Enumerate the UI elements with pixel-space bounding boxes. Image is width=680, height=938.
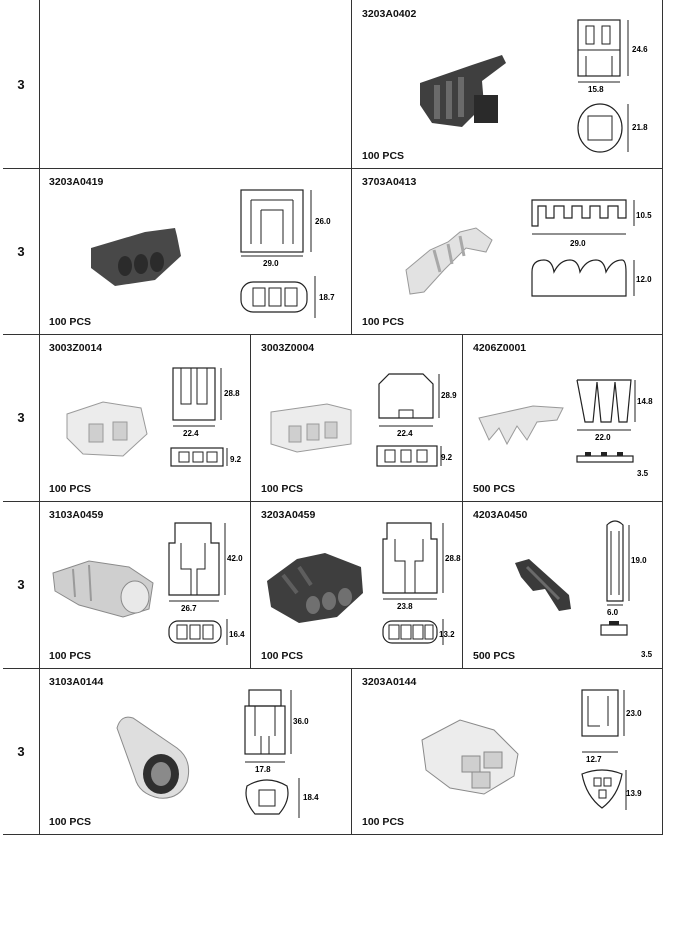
dim-width: 22.4 <box>183 429 199 438</box>
product-cell: 3203A0459 28.8 23.8 <box>251 501 463 668</box>
quantity-label: 100 PCS <box>362 316 405 328</box>
dim-depth: 21.8 <box>632 123 648 132</box>
product-cell: 4203A0450 19.0 6.0 3.5 500 PCS <box>463 501 662 668</box>
front-drawing: 10.5 29.0 12.0 <box>531 199 652 297</box>
product-cell: 3203A0402 24.6 15.8 21.8 <box>352 0 662 168</box>
quantity-label: 100 PCS <box>362 816 405 828</box>
product-code: 3703A0413 <box>362 176 417 188</box>
connector-photo <box>515 559 571 611</box>
dim-depth: 3.5 <box>641 650 653 659</box>
product-code: 4206Z0001 <box>473 342 527 354</box>
product-code: 3003Z0004 <box>261 342 315 354</box>
product-cell: 3103A0144 36.0 17.8 18.4 100 PCS <box>39 668 352 834</box>
row-number: 3 <box>3 334 40 501</box>
product-cell: 3003Z0004 28.9 22.4 9.2 1 <box>251 334 463 501</box>
dim-depth: 13.9 <box>626 789 642 798</box>
dim-width: 26.7 <box>181 604 197 613</box>
connector-photo <box>52 560 154 618</box>
row-number: 3 <box>3 168 40 334</box>
product-code: 3103A0144 <box>49 676 104 688</box>
quantity-label: 100 PCS <box>261 483 304 495</box>
product-code: 3103A0459 <box>49 509 104 521</box>
connector-photo <box>267 553 363 623</box>
quantity-label: 100 PCS <box>49 650 92 662</box>
dim-height: 26.0 <box>315 217 331 226</box>
front-drawing: 24.6 15.8 21.8 <box>577 19 648 153</box>
product-cell: 3103A0459 42.0 26.7 16.4 100 PCS <box>39 501 251 668</box>
dim-width: 22.0 <box>595 433 611 442</box>
front-drawing: 23.0 12.7 13.9 <box>581 689 642 810</box>
quantity-label: 500 PCS <box>473 483 516 495</box>
product-code: 4203A0450 <box>473 509 528 521</box>
product-code: 3203A0144 <box>362 676 417 688</box>
dim-height: 28.8 <box>445 554 461 563</box>
front-drawing: 28.8 23.8 13.2 <box>382 522 461 645</box>
dim-depth: 13.2 <box>439 630 455 639</box>
connector-photo <box>91 228 181 286</box>
dim-width: 17.8 <box>255 765 271 774</box>
row-number: 3 <box>3 501 40 668</box>
product-cell-empty <box>39 0 352 168</box>
dim-height: 10.5 <box>636 211 652 220</box>
product-cell: 3003Z0014 28.8 22.4 9.2 100 PCS <box>39 334 251 501</box>
front-drawing: 28.9 22.4 9.2 <box>376 373 457 467</box>
row-number: 3 <box>3 668 40 834</box>
dim-width: 29.0 <box>570 239 586 248</box>
dim-width: 22.4 <box>397 429 413 438</box>
dim-depth: 16.4 <box>229 630 245 639</box>
dim-depth: 12.0 <box>636 275 652 284</box>
quantity-label: 100 PCS <box>49 316 92 328</box>
dim-height: 36.0 <box>293 717 309 726</box>
product-code: 3203A0402 <box>362 8 417 20</box>
dim-width: 12.7 <box>586 755 602 764</box>
dim-height: 19.0 <box>631 556 647 565</box>
quantity-label: 500 PCS <box>473 650 516 662</box>
connector-photo <box>66 401 148 457</box>
dim-height: 14.8 <box>637 397 653 406</box>
connector-photo <box>405 227 493 295</box>
product-cell: 3703A0413 10.5 29.0 12.0 100 PCS <box>352 168 662 334</box>
front-drawing: 36.0 17.8 18.4 <box>244 689 319 818</box>
front-drawing: 26.0 29.0 18.7 <box>240 189 335 318</box>
dim-width: 15.8 <box>588 85 604 94</box>
dim-height: 42.0 <box>227 554 243 563</box>
quantity-label: 100 PCS <box>261 650 304 662</box>
connector-photo <box>478 405 564 446</box>
table-row: 3 3203A0402 24.6 15.8 <box>3 0 663 169</box>
table-row: 3 3003Z0014 28.8 22.4 9.2 <box>3 334 663 502</box>
product-code: 3203A0459 <box>261 509 316 521</box>
table-row: 3 3103A0459 42.0 26.7 16.4 <box>3 501 663 669</box>
table-row: 3 3103A0144 36.0 17.8 18.4 100 P <box>3 668 663 835</box>
dim-depth: 3.5 <box>637 469 649 478</box>
quantity-label: 100 PCS <box>49 816 92 828</box>
connector-photo <box>116 716 190 799</box>
dim-height: 23.0 <box>626 709 642 718</box>
dim-width: 6.0 <box>607 608 619 617</box>
table-row: 3 3203A0419 26.0 29.0 18.7 <box>3 168 663 335</box>
dim-depth: 9.2 <box>230 455 242 464</box>
connector-photo <box>420 55 506 127</box>
product-code: 3003Z0014 <box>49 342 103 354</box>
dim-height: 24.6 <box>632 45 648 54</box>
dim-width: 29.0 <box>263 259 279 268</box>
dim-height: 28.9 <box>441 391 457 400</box>
dim-depth: 18.4 <box>303 793 319 802</box>
dim-height: 28.8 <box>224 389 240 398</box>
product-code: 3203A0419 <box>49 176 104 188</box>
product-cell: 4206Z0001 14.8 22.0 3.5 500 PCS <box>463 334 662 501</box>
product-cell: 3203A0419 26.0 29.0 18.7 <box>39 168 352 334</box>
product-cell: 3203A0144 23.0 12.7 13.9 <box>352 668 662 834</box>
front-drawing: 28.8 22.4 9.2 <box>170 367 242 467</box>
dim-depth: 18.7 <box>319 293 335 302</box>
dim-width: 23.8 <box>397 602 413 611</box>
front-drawing: 14.8 22.0 3.5 <box>576 379 653 478</box>
front-drawing: 42.0 26.7 16.4 <box>168 522 245 645</box>
row-number: 3 <box>3 0 40 168</box>
connector-photo <box>421 719 519 795</box>
quantity-label: 100 PCS <box>49 483 92 495</box>
front-drawing: 19.0 6.0 3.5 <box>600 520 653 659</box>
dim-depth: 9.2 <box>441 453 453 462</box>
connector-photo <box>270 403 352 453</box>
quantity-label: 100 PCS <box>362 150 405 162</box>
